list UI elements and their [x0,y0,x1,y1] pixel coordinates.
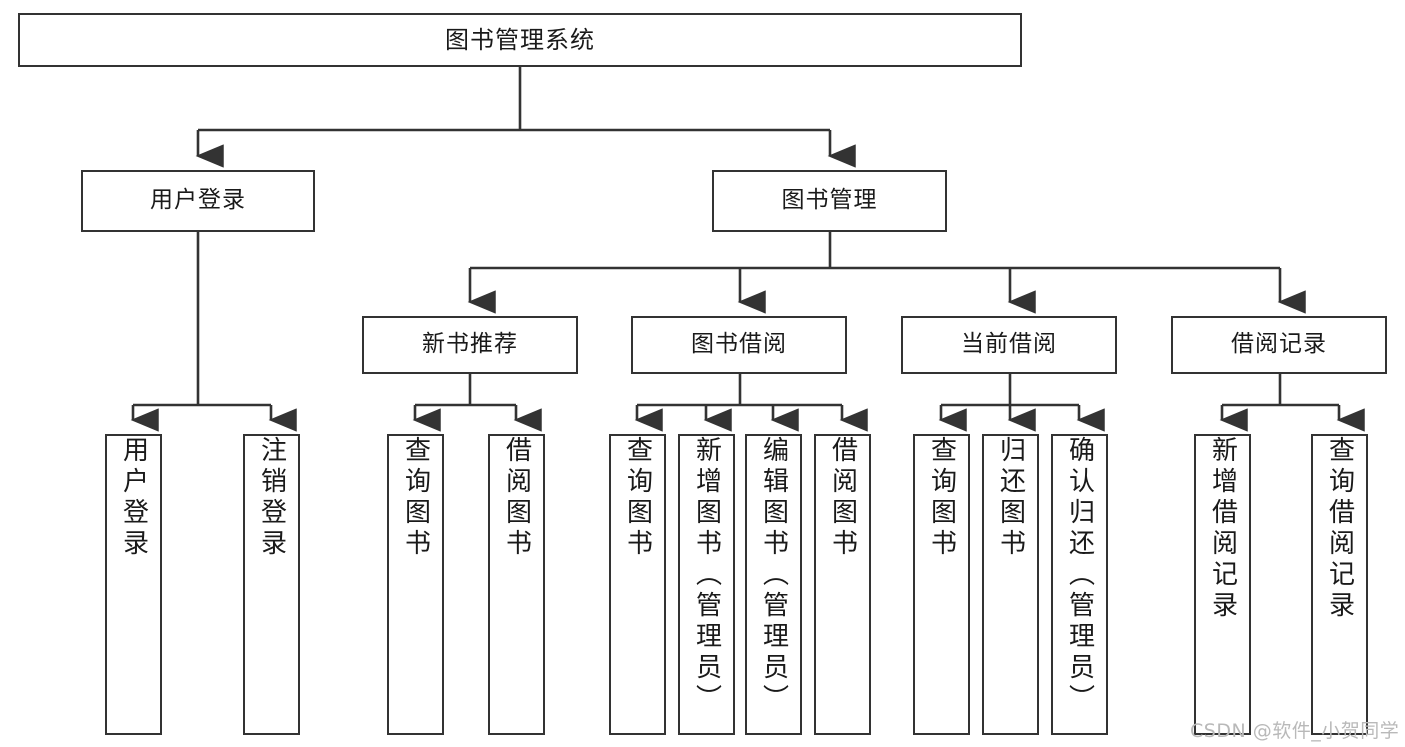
leaf-query-record[interactable]: 查询借阅记录 [1311,434,1368,735]
leaf-borrow-book-2[interactable]: 借阅图书 [814,434,871,735]
node-user-login[interactable]: 用户登录 [81,170,315,232]
node-label: 编辑图书（管理员） [758,436,789,715]
node-current-borrow[interactable]: 当前借阅 [901,316,1117,374]
leaf-return-book[interactable]: 归还图书 [982,434,1039,735]
node-label: 借阅记录 [1231,331,1327,358]
leaf-query-book-2[interactable]: 查询图书 [609,434,666,735]
leaf-logout-login[interactable]: 注销登录 [243,434,300,735]
node-label: 图书借阅 [691,331,787,358]
node-label: 归还图书 [995,436,1026,560]
node-label: 新增借阅记录 [1207,436,1238,622]
csdn-watermark: CSDN @软件_小贺同学 [1190,720,1400,742]
leaf-edit-book[interactable]: 编辑图书（管理员） [745,434,802,735]
leaf-borrow-book-1[interactable]: 借阅图书 [488,434,545,735]
node-book-manage[interactable]: 图书管理 [712,170,947,232]
leaf-add-book[interactable]: 新增图书（管理员） [678,434,735,735]
node-label: 查询图书 [400,436,431,560]
leaf-query-book-1[interactable]: 查询图书 [387,434,444,735]
node-new-book-recommend[interactable]: 新书推荐 [362,316,578,374]
leaf-user-login[interactable]: 用户登录 [105,434,162,735]
node-label: 图书管理 [781,187,878,214]
node-label: 用户登录 [150,187,246,214]
node-label: 当前借阅 [961,331,1057,358]
node-root-system[interactable]: 图书管理系统 [18,13,1022,67]
node-label: 借阅图书 [827,436,858,560]
node-label: 图书管理系统 [445,25,595,54]
node-label: 新增图书（管理员） [691,436,722,715]
node-label: 用户登录 [118,436,149,560]
node-borrow-record[interactable]: 借阅记录 [1171,316,1387,374]
node-label: 查询借阅记录 [1324,436,1355,622]
node-book-borrow[interactable]: 图书借阅 [631,316,847,374]
node-label: 注销登录 [256,436,287,560]
node-label: 新书推荐 [422,331,518,358]
node-label: 借阅图书 [501,436,532,560]
leaf-query-book-3[interactable]: 查询图书 [913,434,970,735]
node-label: 查询图书 [622,436,653,560]
leaf-confirm-return[interactable]: 确认归还（管理员） [1051,434,1108,735]
node-label: 查询图书 [926,436,957,560]
leaf-add-record[interactable]: 新增借阅记录 [1194,434,1251,735]
node-label: 确认归还（管理员） [1064,436,1095,715]
